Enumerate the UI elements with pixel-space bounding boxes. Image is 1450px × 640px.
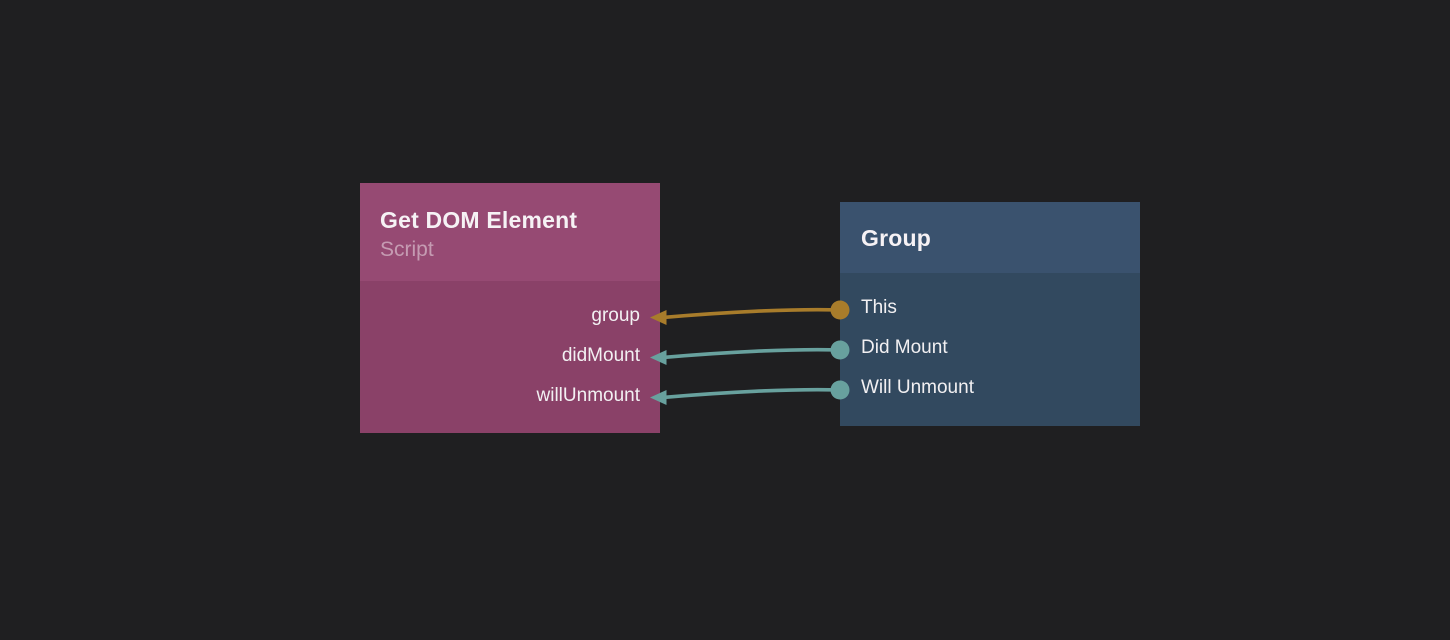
port-this[interactable]: This: [861, 288, 1120, 328]
port-will-unmount[interactable]: Will Unmount: [861, 368, 1120, 408]
node-group-header[interactable]: Group: [840, 202, 1140, 273]
wire[interactable]: [664, 307, 842, 320]
connection-didmount-to-didmount[interactable]: [650, 340, 850, 366]
port-label: Will Unmount: [861, 377, 974, 398]
port-label: willUnmount: [536, 385, 640, 406]
node-get-dom-element[interactable]: Get DOM Element Script group didMount wi…: [360, 183, 660, 433]
node-subtitle: Script: [380, 238, 434, 261]
connection-this-to-group[interactable]: [650, 300, 850, 326]
node-title: Get DOM Element: [380, 207, 578, 233]
port-didmount[interactable]: didMount: [380, 336, 640, 376]
node-title: Group: [861, 225, 931, 251]
node-get-dom-element-header[interactable]: Get DOM Element Script: [360, 183, 660, 281]
node-get-dom-element-body: group didMount willUnmount: [360, 281, 660, 433]
port-label: This: [861, 297, 897, 318]
port-label: group: [591, 305, 640, 326]
port-label: Did Mount: [861, 337, 948, 358]
wire[interactable]: [664, 347, 842, 360]
node-group[interactable]: Group This Did Mount Will Unmount: [840, 202, 1140, 426]
port-willunmount[interactable]: willUnmount: [380, 376, 640, 416]
node-group-body: This Did Mount Will Unmount: [840, 273, 1140, 426]
connection-willunmount-to-willunmount[interactable]: [650, 380, 850, 406]
port-group[interactable]: group: [380, 296, 640, 336]
port-did-mount[interactable]: Did Mount: [861, 328, 1120, 368]
wire[interactable]: [664, 387, 842, 400]
port-label: didMount: [561, 345, 640, 366]
